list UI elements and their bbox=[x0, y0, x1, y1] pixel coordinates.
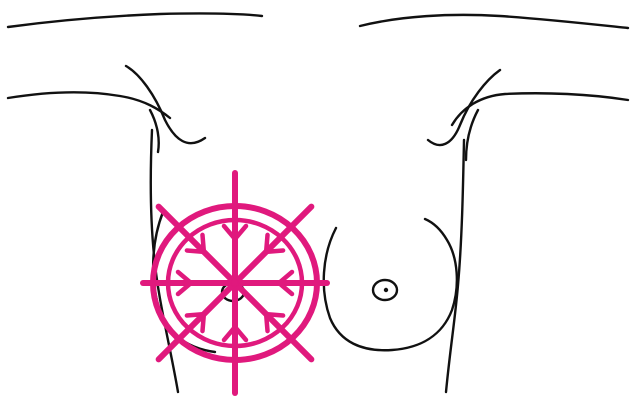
left-arm-upper-contour bbox=[8, 13, 262, 27]
left-armpit-line bbox=[126, 66, 205, 143]
right-arm-upper-contour bbox=[360, 15, 628, 28]
marker-center-dot bbox=[232, 280, 239, 287]
right-armpit-line bbox=[428, 70, 500, 145]
torso-outline bbox=[8, 13, 628, 392]
right-breast-outline bbox=[324, 219, 457, 350]
radial-arrows-target-icon bbox=[143, 173, 327, 393]
right-nipple bbox=[384, 288, 388, 292]
right-armpit-fold bbox=[466, 110, 478, 160]
left-arm-lower-contour bbox=[8, 92, 170, 118]
